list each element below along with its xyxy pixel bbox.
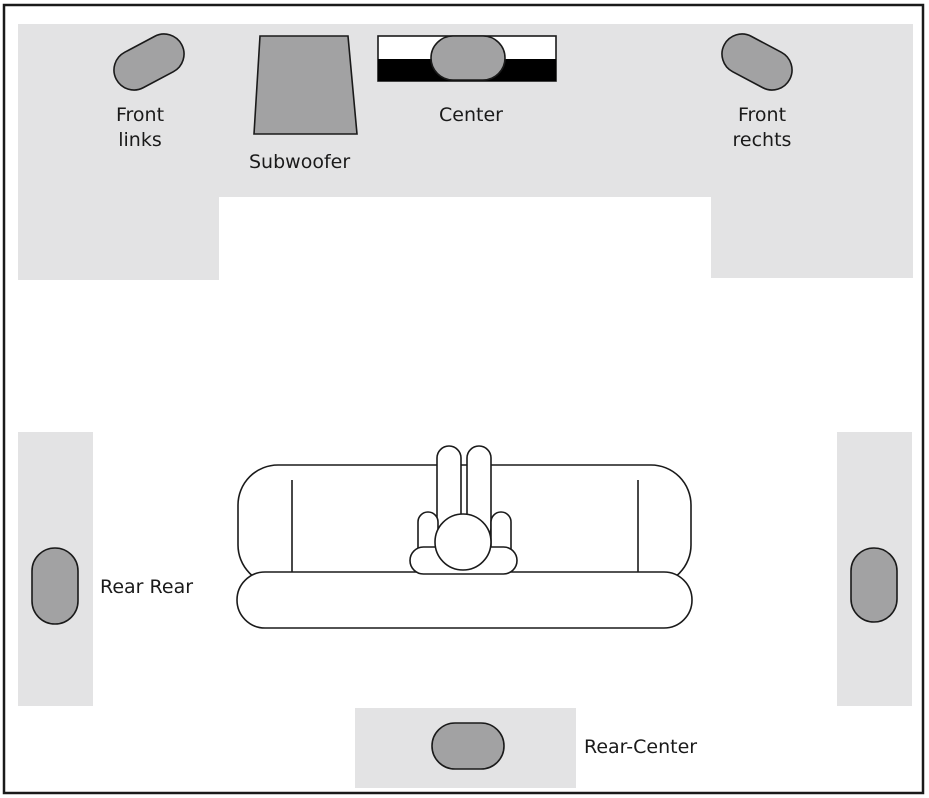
rear-left-speaker [31,547,79,625]
front-zone [18,24,913,280]
center-label: Center [439,104,503,126]
front-left-speaker [113,33,185,91]
subwoofer-speaker [253,35,358,135]
rear-center-label: Rear-Center [584,736,698,758]
front-right-speaker [721,33,793,91]
person-figure [409,445,518,575]
rear-center-speaker [431,722,505,770]
subwoofer-label: Subwoofer [249,151,351,173]
center-speaker [430,35,506,81]
front-left-label: Front links [115,104,165,151]
rear-right-speaker [850,547,898,623]
rear-left-label: Rear Rear [100,576,194,598]
front-right-label: Front rechts [732,104,792,151]
